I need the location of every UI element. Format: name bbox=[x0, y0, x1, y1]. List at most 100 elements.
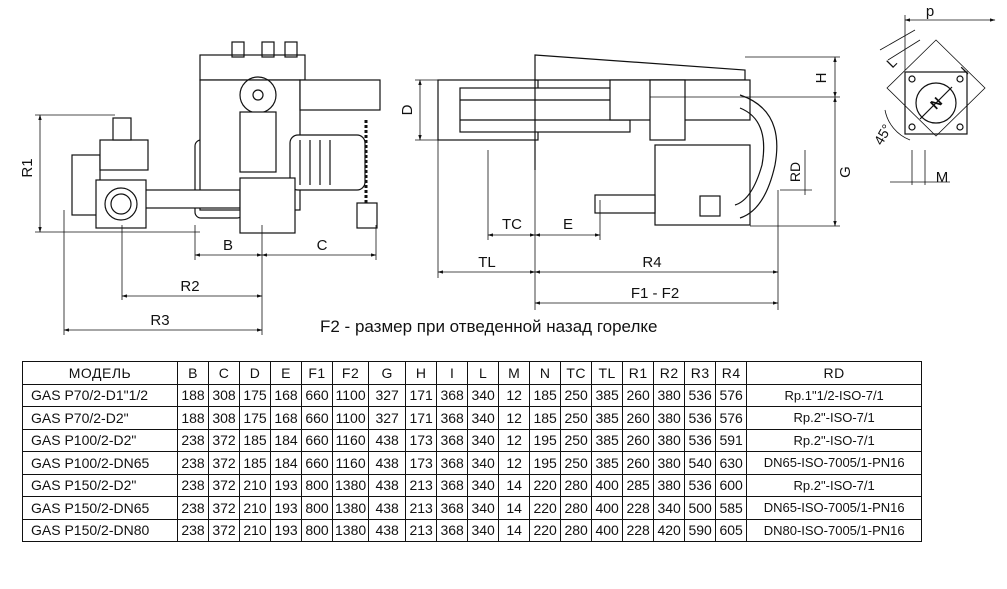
value-cell-m: 14 bbox=[498, 518, 531, 542]
model-cell: GAS P150/2-D2" bbox=[22, 473, 178, 497]
col-header-TC: TC bbox=[560, 361, 593, 385]
value-cell-tc: 280 bbox=[560, 496, 593, 520]
col-header-M: M bbox=[498, 361, 531, 385]
dim-label-R1: R1 bbox=[19, 158, 36, 177]
value-cell-r2: 380 bbox=[653, 451, 686, 475]
value-cell-c: 308 bbox=[208, 383, 240, 407]
value-cell-m: 14 bbox=[498, 496, 531, 520]
col-header-R1: R1 bbox=[622, 361, 655, 385]
dim-label-G: G bbox=[837, 166, 854, 178]
value-cell-tl: 400 bbox=[591, 496, 624, 520]
value-cell-r1: 260 bbox=[622, 428, 655, 452]
value-cell-r4: 605 bbox=[715, 518, 748, 542]
value-cell-i: 368 bbox=[436, 496, 469, 520]
model-cell: GAS P100/2-DN65 bbox=[22, 451, 178, 475]
dim-label-E: E bbox=[563, 216, 573, 233]
value-cell-l: 340 bbox=[467, 406, 500, 430]
value-cell-b: 188 bbox=[177, 383, 209, 407]
model-cell: GAS P70/2-D1"1/2 bbox=[22, 383, 178, 407]
dim-label-F1-F2: F1 - F2 bbox=[631, 285, 679, 302]
dim-label-C: C bbox=[317, 237, 328, 254]
dim-label-R4: R4 bbox=[642, 254, 661, 271]
value-cell-d: 210 bbox=[239, 496, 271, 520]
value-cell-l: 340 bbox=[467, 518, 500, 542]
value-cell-r4: 576 bbox=[715, 406, 748, 430]
value-cell-i: 368 bbox=[436, 406, 469, 430]
value-cell-f1: 800 bbox=[301, 518, 333, 542]
col-header-B: B bbox=[177, 361, 209, 385]
value-cell-f2: 1380 bbox=[331, 496, 370, 520]
value-cell-f2: 1160 bbox=[331, 428, 370, 452]
value-cell-m: 12 bbox=[498, 428, 531, 452]
value-cell-h: 173 bbox=[405, 428, 438, 452]
value-cell-tc: 250 bbox=[560, 406, 593, 430]
col-header-E: E bbox=[270, 361, 302, 385]
rd-cell: Rp.2"-ISO-7/1 bbox=[746, 473, 923, 497]
value-cell-i: 368 bbox=[436, 518, 469, 542]
dim-label-L: L bbox=[883, 54, 900, 71]
value-cell-tc: 250 bbox=[560, 451, 593, 475]
value-cell-m: 12 bbox=[498, 406, 531, 430]
value-cell-tc: 250 bbox=[560, 428, 593, 452]
value-cell-r2: 380 bbox=[653, 428, 686, 452]
col-header-C: C bbox=[208, 361, 240, 385]
value-cell-f2: 1100 bbox=[331, 406, 370, 430]
value-cell-m: 12 bbox=[498, 451, 531, 475]
value-cell-tc: 250 bbox=[560, 383, 593, 407]
value-cell-tl: 385 bbox=[591, 428, 624, 452]
dim-label-D: D bbox=[399, 104, 416, 115]
value-cell-r1: 260 bbox=[622, 406, 655, 430]
value-cell-n: 185 bbox=[529, 383, 562, 407]
value-cell-i: 368 bbox=[436, 383, 469, 407]
value-cell-d: 210 bbox=[239, 518, 271, 542]
value-cell-r3: 536 bbox=[684, 406, 717, 430]
model-cell: GAS P150/2-DN65 bbox=[22, 496, 178, 520]
value-cell-tc: 280 bbox=[560, 518, 593, 542]
dim-label-R2: R2 bbox=[180, 278, 199, 295]
col-header-model: МОДЕЛЬ bbox=[22, 361, 178, 385]
col-header-I: I bbox=[436, 361, 469, 385]
model-cell: GAS P150/2-DN80 bbox=[22, 518, 178, 542]
value-cell-b: 238 bbox=[177, 518, 209, 542]
value-cell-r2: 380 bbox=[653, 383, 686, 407]
value-cell-e: 168 bbox=[270, 383, 302, 407]
rd-cell: DN65-ISO-7005/1-PN16 bbox=[746, 496, 923, 520]
value-cell-i: 368 bbox=[436, 451, 469, 475]
value-cell-r4: 600 bbox=[715, 473, 748, 497]
value-cell-e: 193 bbox=[270, 518, 302, 542]
col-header-R2: R2 bbox=[653, 361, 686, 385]
value-cell-r3: 536 bbox=[684, 383, 717, 407]
col-header-F1: F1 bbox=[301, 361, 333, 385]
value-cell-n: 220 bbox=[529, 518, 562, 542]
value-cell-b: 238 bbox=[177, 428, 209, 452]
value-cell-b: 238 bbox=[177, 496, 209, 520]
value-cell-tl: 385 bbox=[591, 451, 624, 475]
value-cell-d: 185 bbox=[239, 428, 271, 452]
value-cell-c: 308 bbox=[208, 406, 240, 430]
front-view-dimensions bbox=[35, 114, 377, 335]
value-cell-r3: 540 bbox=[684, 451, 717, 475]
value-cell-g: 438 bbox=[368, 428, 407, 452]
value-cell-h: 171 bbox=[405, 406, 438, 430]
dim-label-M: M bbox=[936, 169, 949, 186]
value-cell-n: 185 bbox=[529, 406, 562, 430]
dim-label-H: H bbox=[813, 73, 830, 84]
value-cell-r1: 285 bbox=[622, 473, 655, 497]
model-cell: GAS P100/2-D2" bbox=[22, 428, 178, 452]
value-cell-tc: 280 bbox=[560, 473, 593, 497]
value-cell-h: 173 bbox=[405, 451, 438, 475]
value-cell-f1: 800 bbox=[301, 496, 333, 520]
value-cell-h: 171 bbox=[405, 383, 438, 407]
col-header-L: L bbox=[467, 361, 500, 385]
value-cell-g: 438 bbox=[368, 451, 407, 475]
value-cell-i: 368 bbox=[436, 473, 469, 497]
rd-cell: DN80-ISO-7005/1-PN16 bbox=[746, 518, 923, 542]
value-cell-f2: 1380 bbox=[331, 518, 370, 542]
technical-drawing: R1 B C R2 R3 bbox=[19, 3, 996, 335]
dim-label-B: B bbox=[223, 237, 233, 254]
